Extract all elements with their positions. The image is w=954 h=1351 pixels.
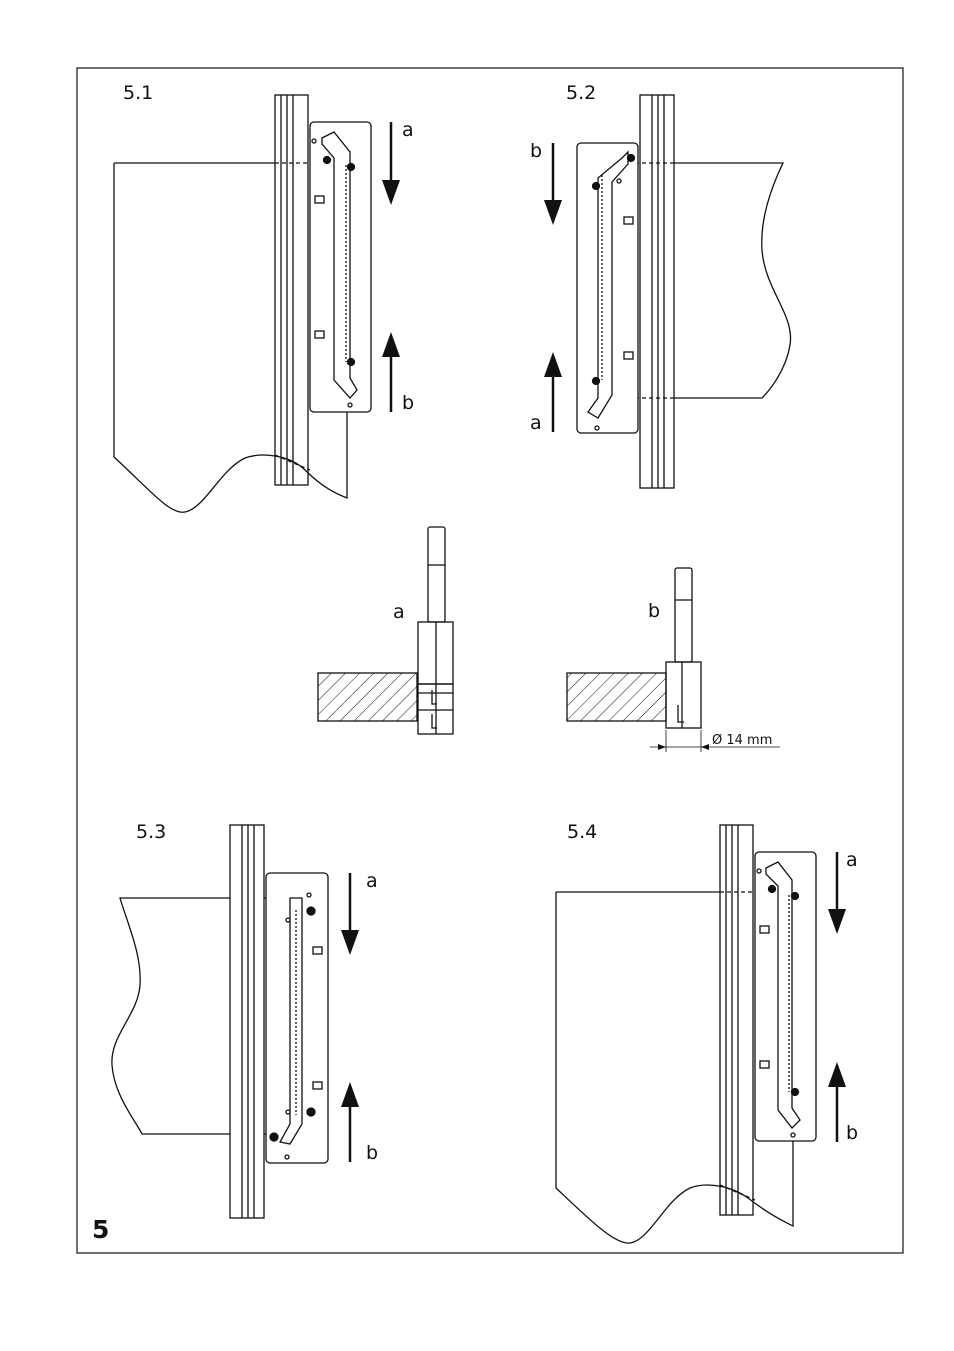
panel-5-2-title: 5.2 — [566, 82, 596, 104]
router-bit-b — [567, 568, 780, 752]
panel-5-2 — [577, 95, 791, 488]
panel-5-3 — [112, 825, 328, 1218]
panel-5-3-title: 5.3 — [136, 821, 166, 843]
panel-5-4 — [556, 825, 816, 1243]
jig-template — [577, 143, 638, 433]
workpiece-section — [318, 673, 417, 721]
door-frame-profile — [640, 95, 674, 488]
router-bit-a — [318, 527, 453, 734]
panel-5-4-arrow-up-label: b — [846, 1122, 858, 1144]
jig-template — [755, 852, 816, 1141]
panel-5-1 — [114, 95, 371, 512]
panel-5-2-arrow-up-label: a — [530, 412, 542, 434]
door-frame-profile — [275, 95, 308, 485]
door-panel — [674, 163, 791, 398]
panel-5-3-arrow-down-label: a — [366, 870, 378, 892]
door-panel — [112, 898, 230, 1134]
panel-5-1-arrow-up — [382, 332, 400, 412]
panel-5-2-arrow-down-label: b — [530, 140, 542, 162]
panel-5-4-title: 5.4 — [567, 821, 597, 843]
panel-5-3-arrow-down — [341, 873, 359, 955]
door-frame-profile — [230, 825, 264, 1218]
bit-diameter-label: Ø 14 mm — [712, 733, 772, 748]
jig-template — [266, 873, 328, 1163]
panel-5-4-arrow-up — [828, 1062, 846, 1142]
workpiece-section — [567, 673, 666, 721]
panel-5-2-arrow-up — [544, 352, 562, 432]
bit-shank — [675, 568, 692, 662]
door-frame-profile — [720, 825, 753, 1215]
panel-5-1-title: 5.1 — [123, 82, 153, 104]
panel-5-1-arrow-up-label: b — [402, 392, 414, 414]
router-bit-a-label: a — [393, 601, 405, 623]
bit-cutter — [666, 662, 701, 728]
jig-template — [310, 122, 371, 412]
panel-5-1-arrow-down — [382, 122, 400, 205]
panel-5-2-arrow-down — [544, 143, 562, 225]
panel-5-4-arrow-down-label: a — [846, 849, 858, 871]
panel-5-3-arrow-up-label: b — [366, 1142, 378, 1164]
panel-5-4-arrow-down — [828, 852, 846, 934]
router-bit-b-label: b — [648, 600, 660, 622]
panel-5-1-arrow-down-label: a — [402, 119, 414, 141]
figure-number: 5 — [92, 1215, 109, 1244]
panel-5-3-arrow-up — [341, 1082, 359, 1162]
bit-shank — [428, 527, 445, 622]
